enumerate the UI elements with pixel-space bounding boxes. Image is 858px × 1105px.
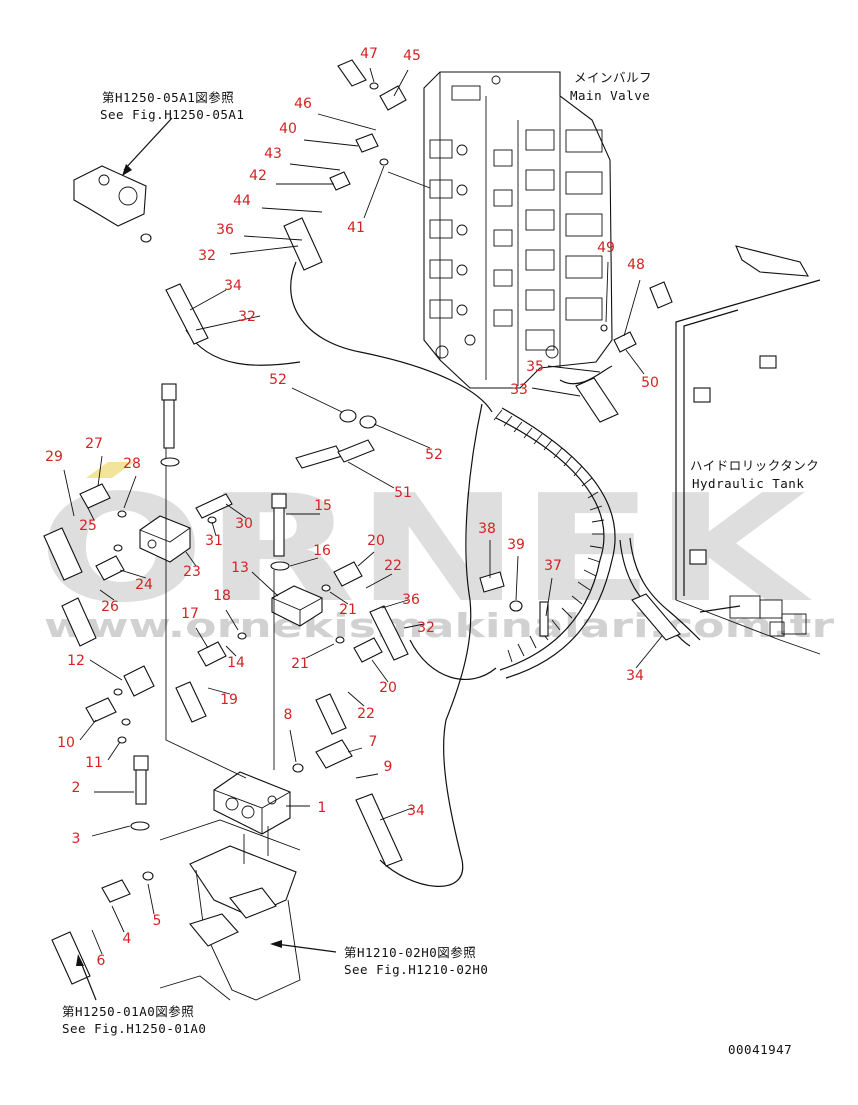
main-valve-label-en: Main Valve (570, 88, 650, 103)
part-label-52: 52 (425, 447, 443, 463)
main-valve (387, 71, 613, 389)
leader-lines (63, 67, 663, 955)
part-label-5: 5 (153, 913, 162, 929)
part-label-1: 1 (318, 800, 327, 816)
part-label-32: 32 (198, 248, 216, 264)
part-label-12: 12 (67, 653, 85, 669)
part-label-38: 38 (478, 521, 496, 537)
part-label-52: 52 (269, 372, 287, 388)
part-label-3: 3 (72, 831, 81, 847)
part-label-18: 18 (213, 588, 231, 604)
part-label-36: 36 (216, 222, 234, 238)
part-label-22: 22 (384, 558, 402, 574)
part-label-42: 42 (249, 168, 267, 184)
part-label-19: 19 (220, 692, 238, 708)
part-label-2: 2 (72, 780, 81, 796)
hydraulic-tank (675, 245, 821, 655)
part-label-11: 11 (85, 755, 103, 771)
block-manifold-23 (139, 515, 191, 563)
part-label-45: 45 (403, 48, 421, 64)
block-manifold-13 (271, 585, 323, 627)
support-plate (159, 400, 301, 864)
ref-fig-01a0-jp: 第H1250-01A0図参照 (62, 1004, 194, 1019)
fittings (43, 59, 681, 985)
hydraulic-tank-label-jp: ハイドロリックタンク (690, 458, 819, 473)
part-label-13: 13 (231, 560, 249, 576)
part-label-37: 37 (544, 558, 562, 574)
callouts: 第H1250-05A1図参照 See Fig.H1250-05A1 メインバルフ… (62, 70, 819, 1057)
part-number-labels: 1234567891011121314151617181920202121222… (45, 46, 659, 969)
part-label-6: 6 (97, 953, 106, 969)
part-label-8: 8 (284, 707, 293, 723)
part-label-36: 36 (402, 592, 420, 608)
spiral-guard (493, 409, 605, 663)
main-valve-label-jp: メインバルフ (574, 70, 652, 85)
part-label-49: 49 (597, 240, 615, 256)
part-label-23: 23 (183, 564, 201, 580)
part-label-43: 43 (264, 146, 282, 162)
part-label-40: 40 (279, 121, 297, 137)
part-label-50: 50 (641, 375, 659, 391)
part-label-16: 16 (313, 543, 331, 559)
part-label-41: 41 (347, 220, 365, 236)
part-label-51: 51 (394, 485, 412, 501)
ref-fig-02h0-en: See Fig.H1210-02H0 (344, 962, 488, 977)
part-label-7: 7 (369, 734, 378, 750)
ref-fig-02h0-jp: 第H1210-02H0図参照 (344, 945, 476, 960)
part-label-34: 34 (626, 668, 644, 684)
ref-fig-01a0-en: See Fig.H1250-01A0 (62, 1021, 206, 1036)
part-label-9: 9 (384, 759, 393, 775)
part-label-48: 48 (627, 257, 645, 273)
part-label-4: 4 (123, 931, 132, 947)
part-label-44: 44 (233, 193, 251, 209)
part-label-28: 28 (123, 456, 141, 472)
part-label-24: 24 (135, 577, 153, 593)
part-label-29: 29 (45, 449, 63, 465)
part-label-39: 39 (507, 537, 525, 553)
drawing-number: 00041947 (728, 1042, 792, 1057)
part-label-20: 20 (367, 533, 385, 549)
part-label-21: 21 (339, 602, 357, 618)
part-label-32: 32 (238, 309, 256, 325)
part-label-14: 14 (227, 655, 245, 671)
hydraulic-tank-label-en: Hydraulic Tank (692, 476, 804, 491)
block-manifold-1 (213, 771, 291, 835)
part-label-33: 33 (510, 382, 528, 398)
bracket-fig-05a1 (73, 165, 147, 227)
watermark-accent-icon (86, 462, 134, 478)
part-label-25: 25 (79, 518, 97, 534)
part-label-21: 21 (291, 656, 309, 672)
part-label-27: 27 (85, 436, 103, 452)
ref-fig-05a1-en: See Fig.H1250-05A1 (100, 107, 244, 122)
part-label-34: 34 (224, 278, 242, 294)
part-label-34: 34 (407, 803, 425, 819)
watermark-url: www.ornekismakinalari.com.tr (44, 606, 835, 645)
part-label-10: 10 (57, 735, 75, 751)
pedal-assembly (159, 845, 301, 1001)
reference-arrows (76, 117, 337, 1001)
ref-fig-05a1-jp: 第H1250-05A1図参照 (102, 90, 234, 105)
part-label-47: 47 (360, 46, 378, 62)
part-label-30: 30 (235, 516, 253, 532)
part-label-15: 15 (314, 498, 332, 514)
part-label-31: 31 (205, 533, 223, 549)
part-label-20: 20 (379, 680, 397, 696)
part-label-26: 26 (101, 599, 119, 615)
part-label-46: 46 (294, 96, 312, 112)
part-label-17: 17 (181, 606, 199, 622)
part-label-32: 32 (417, 620, 435, 636)
part-label-22: 22 (357, 706, 375, 722)
part-label-35: 35 (526, 359, 544, 375)
